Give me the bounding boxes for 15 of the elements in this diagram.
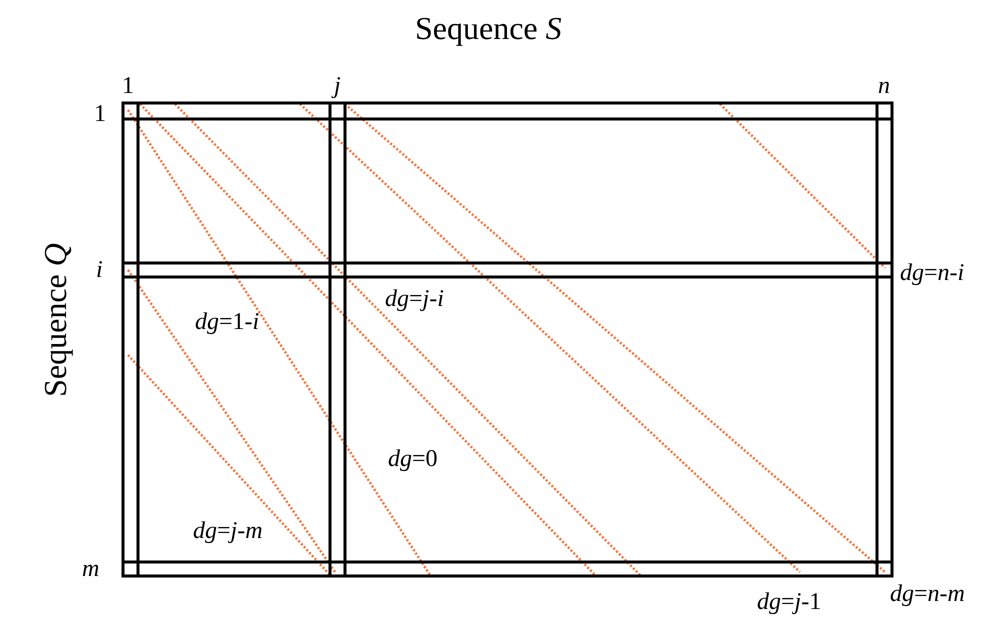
axis-title: Sequence Q xyxy=(36,243,74,397)
diagonal-label: dg=n-m xyxy=(890,580,965,608)
row-index: m xyxy=(82,555,100,583)
column-index: n xyxy=(878,72,890,100)
diagonal-label: dg=0 xyxy=(388,445,438,473)
diagram-title: Sequence S xyxy=(415,9,562,48)
diagonal-label: dg=j-i xyxy=(385,285,444,313)
diagonal-label: dg=j-1 xyxy=(757,588,822,616)
column-index: 1 xyxy=(122,72,134,100)
row-index: i xyxy=(96,256,103,284)
row-index: 1 xyxy=(94,100,106,128)
column-index: j xyxy=(334,72,341,100)
diagonal-label: dg=j-m xyxy=(193,517,263,545)
diagonal-label: dg=1-i xyxy=(195,308,260,336)
diagonal-label: dg=n-i xyxy=(900,259,964,287)
